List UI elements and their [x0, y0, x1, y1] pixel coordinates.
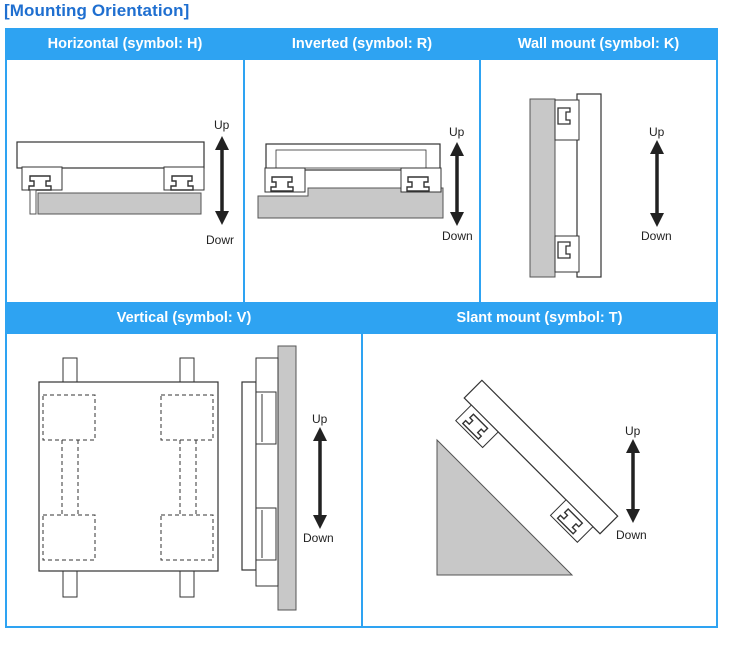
- header-vertical: Vertical (symbol: V): [7, 304, 361, 332]
- divider: [479, 30, 481, 302]
- inverted-diagram: Up Down: [257, 125, 473, 243]
- divider: [7, 58, 716, 60]
- vertical-side-diagram: Up Down: [241, 345, 334, 611]
- header-horizontal: Horizontal (symbol: H): [7, 30, 243, 58]
- up-label: Up: [649, 125, 665, 139]
- section-title: [Mounting Orientation]: [4, 1, 190, 20]
- slant-mount-diagram: Up Down: [436, 379, 647, 576]
- vertical-front-diagram: [38, 357, 219, 598]
- divider: [361, 304, 363, 626]
- down-label: Dowr: [206, 233, 234, 247]
- down-label: Down: [616, 528, 647, 542]
- orientation-table: [5, 28, 718, 628]
- down-label: Down: [303, 531, 334, 545]
- down-label: Down: [641, 229, 672, 243]
- header-wall-mount: Wall mount (symbol: K): [481, 30, 716, 58]
- divider: [7, 332, 716, 334]
- down-label: Down: [442, 229, 473, 243]
- divider: [243, 30, 245, 302]
- up-label: Up: [625, 424, 641, 438]
- up-label: Up: [312, 412, 328, 426]
- up-label: Up: [449, 125, 465, 139]
- wall-mount-diagram: Up Down: [529, 93, 672, 278]
- header-inverted: Inverted (symbol: R): [245, 30, 479, 58]
- up-label: Up: [214, 118, 230, 132]
- header-slant-mount: Slant mount (symbol: T): [363, 304, 716, 332]
- divider: [7, 302, 716, 304]
- horizontal-diagram: Up Dowr: [16, 118, 234, 247]
